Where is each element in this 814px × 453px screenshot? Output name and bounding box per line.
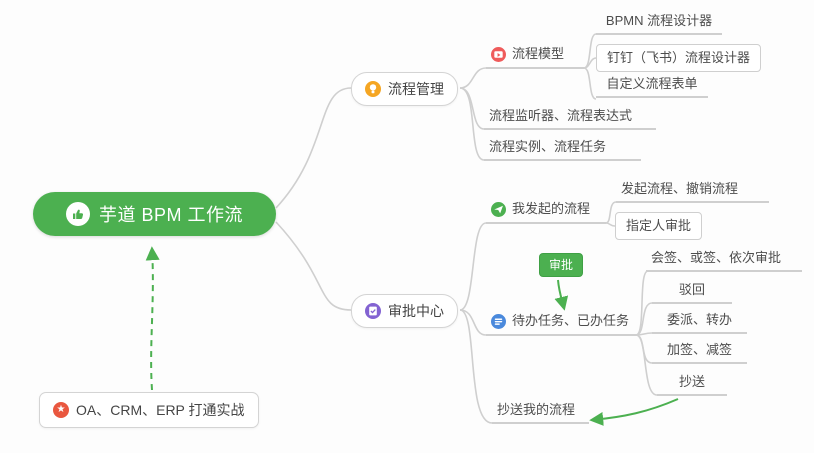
node-listener-expression[interactable]: 流程监听器、流程表达式 bbox=[484, 106, 656, 130]
node-process-management[interactable]: 流程管理 bbox=[351, 72, 458, 106]
node-bpmn-designer[interactable]: BPMN 流程设计器 bbox=[596, 11, 722, 35]
node-reject[interactable]: 驳回 bbox=[652, 280, 732, 304]
node-delegate-transfer-label: 委派、转办 bbox=[666, 312, 732, 327]
node-approval-center-label: 审批中心 bbox=[388, 303, 444, 319]
thumbs-up-icon bbox=[65, 202, 90, 226]
node-process-management-label: 流程管理 bbox=[388, 81, 444, 97]
relationship-label-approval[interactable]: 审批 bbox=[539, 253, 584, 277]
node-oa-practice[interactable]: ★ OA、CRM、ERP 打通实战 bbox=[39, 392, 259, 428]
arrow-cc-to-ccmyprocess bbox=[589, 398, 679, 426]
node-bpmn-designer-label: BPMN 流程设计器 bbox=[605, 13, 713, 28]
task-list-icon bbox=[491, 313, 506, 329]
node-countersign-label: 会签、或签、依次审批 bbox=[651, 250, 782, 265]
relationship-label-approval-text: 审批 bbox=[549, 258, 574, 272]
node-root-label: 芋道 BPM 工作流 bbox=[98, 205, 243, 225]
node-todo-done-label: 待办任务、已办任务 bbox=[512, 313, 630, 328]
node-instance-task-label: 流程实例、流程任务 bbox=[489, 139, 607, 154]
node-cc-label: 抄送 bbox=[678, 374, 705, 389]
node-process-model[interactable]: 流程模型 bbox=[486, 43, 584, 69]
node-custom-form[interactable]: 自定义流程表单 bbox=[596, 74, 708, 98]
node-dingtalk-designer-label: 钉钉（飞书）流程设计器 bbox=[607, 50, 751, 65]
node-approval-center[interactable]: 审批中心 bbox=[351, 294, 458, 328]
node-root[interactable]: 芋道 BPM 工作流 bbox=[33, 192, 276, 236]
node-my-initiated-label: 我发起的流程 bbox=[512, 201, 591, 216]
node-oa-practice-label: OA、CRM、ERP 打通实战 bbox=[76, 402, 245, 418]
node-my-initiated[interactable]: 我发起的流程 bbox=[486, 198, 606, 224]
node-assignee-approval-label: 指定人审批 bbox=[626, 218, 692, 233]
dashed-arrow-oa-to-root bbox=[145, 246, 160, 391]
node-initiate-cancel-label: 发起流程、撤销流程 bbox=[621, 181, 739, 196]
paper-plane-icon bbox=[491, 201, 506, 217]
node-listener-expression-label: 流程监听器、流程表达式 bbox=[489, 108, 633, 123]
node-cc[interactable]: 抄送 bbox=[657, 372, 727, 396]
media-play-icon bbox=[491, 46, 506, 62]
lightbulb-icon bbox=[365, 81, 381, 97]
star-icon: ★ bbox=[53, 402, 69, 418]
node-assignee-approval[interactable]: 指定人审批 bbox=[615, 212, 703, 240]
node-todo-done[interactable]: 待办任务、已办任务 bbox=[486, 310, 636, 336]
node-dingtalk-designer[interactable]: 钉钉（飞书）流程设计器 bbox=[596, 44, 762, 72]
node-add-reduce-sign[interactable]: 加签、减签 bbox=[652, 340, 747, 364]
node-delegate-transfer[interactable]: 委派、转办 bbox=[652, 310, 747, 334]
node-initiate-cancel[interactable]: 发起流程、撤销流程 bbox=[616, 179, 769, 203]
node-cc-my-process[interactable]: 抄送我的流程 bbox=[492, 400, 589, 424]
node-reject-label: 驳回 bbox=[678, 282, 705, 297]
node-process-model-label: 流程模型 bbox=[512, 46, 565, 61]
node-custom-form-label: 自定义流程表单 bbox=[606, 76, 698, 91]
node-countersign[interactable]: 会签、或签、依次审批 bbox=[646, 248, 802, 272]
node-add-reduce-sign-label: 加签、减签 bbox=[666, 342, 732, 357]
document-check-icon bbox=[365, 303, 381, 319]
node-instance-task[interactable]: 流程实例、流程任务 bbox=[484, 137, 641, 161]
arrow-approval-to-todo bbox=[554, 279, 569, 311]
node-cc-my-process-label: 抄送我的流程 bbox=[497, 402, 576, 417]
